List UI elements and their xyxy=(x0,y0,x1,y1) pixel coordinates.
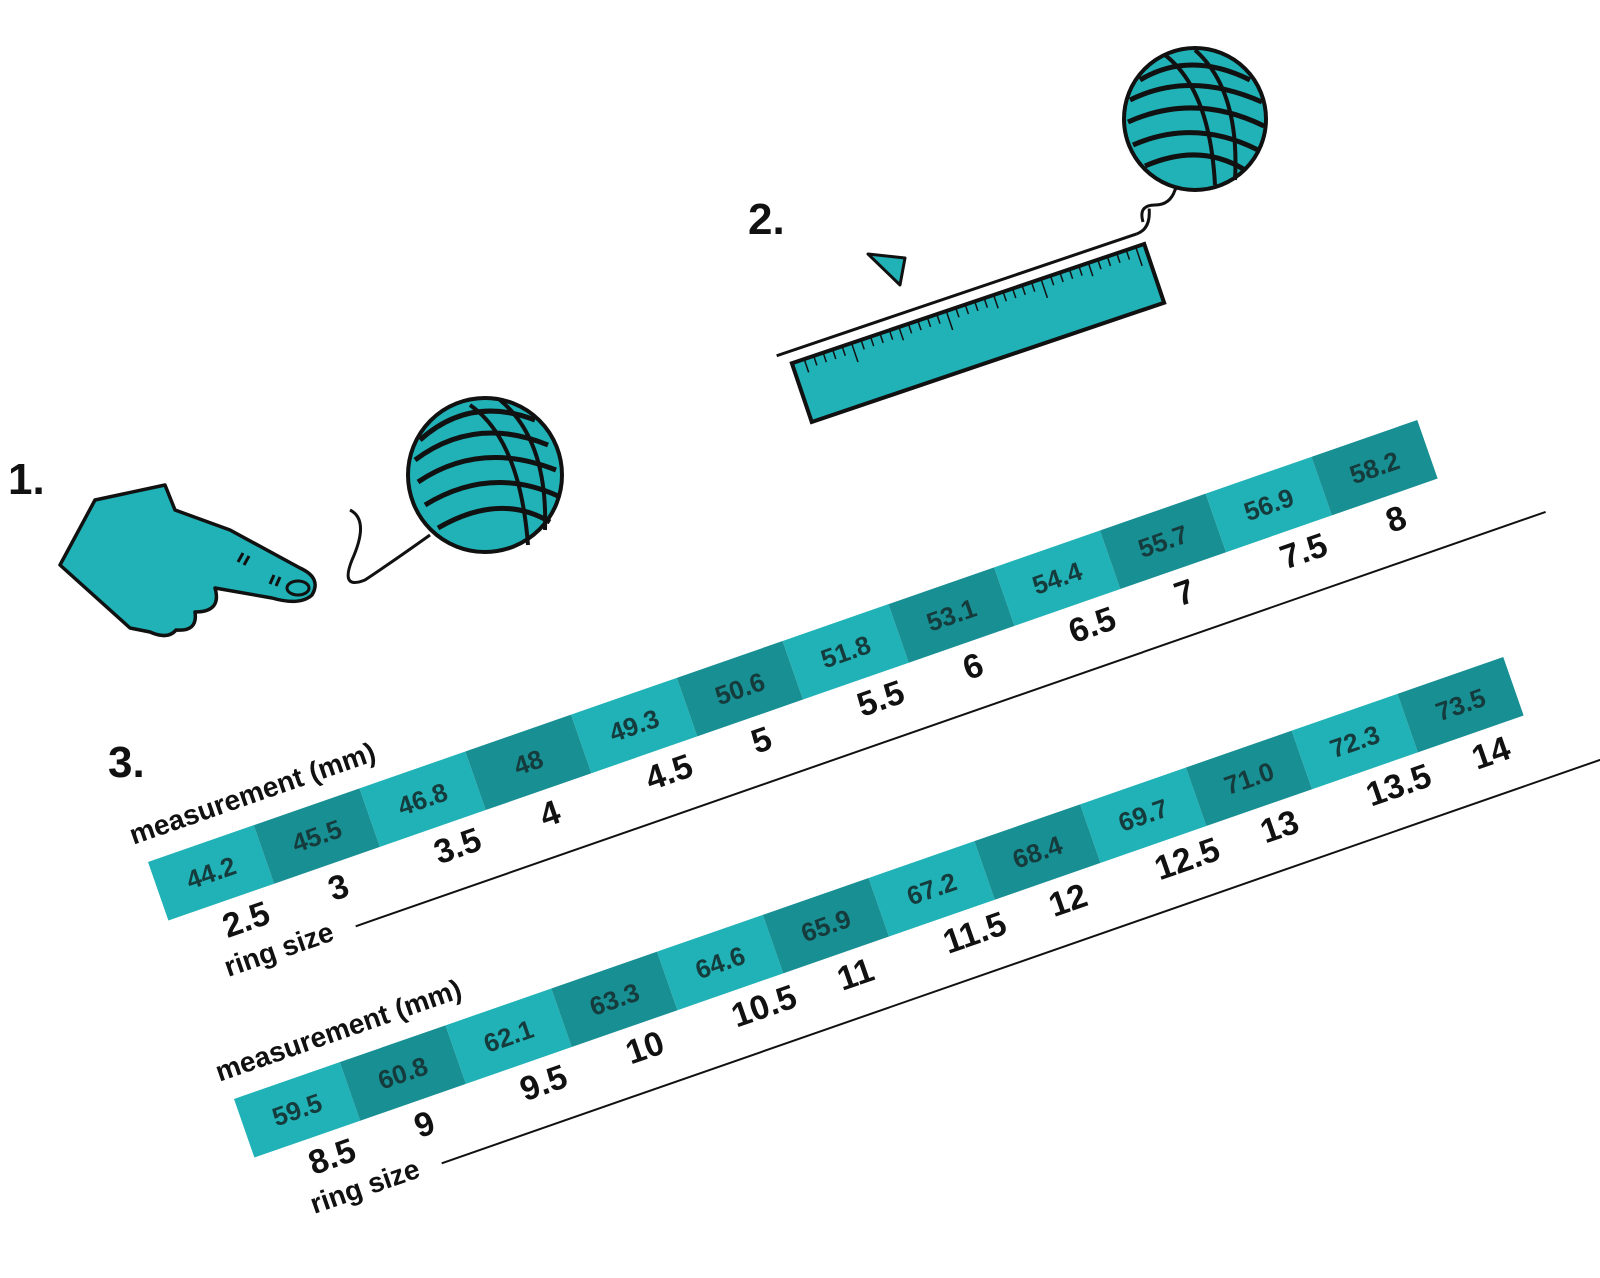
hand-icon xyxy=(58,483,317,638)
step-number-3: 3. xyxy=(108,738,145,787)
step-number-2: 2. xyxy=(748,195,785,244)
ruler-icon xyxy=(776,208,1167,425)
yarn-ball-icon xyxy=(346,396,564,584)
arrow-marker-icon xyxy=(866,252,907,287)
step-number-1: 1. xyxy=(8,455,45,504)
yarn-ball-icon xyxy=(1122,46,1268,192)
